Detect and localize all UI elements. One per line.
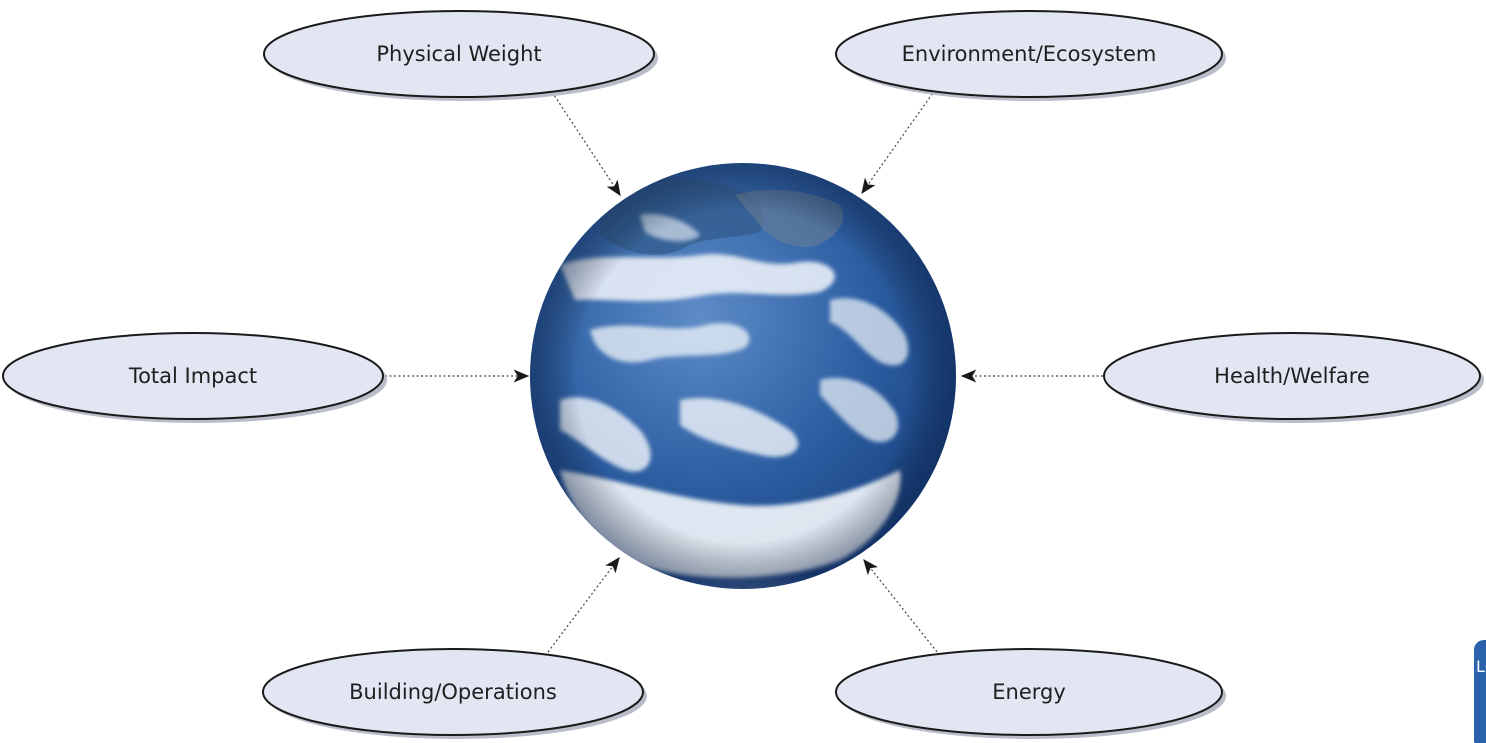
- node-label: Total Impact: [128, 364, 257, 388]
- node-health-welfare: Health/Welfare: [1103, 332, 1484, 423]
- node-label: Environment/Ecosystem: [902, 42, 1157, 66]
- connectors: [385, 89, 1103, 653]
- connector-building-operations: [547, 556, 620, 653]
- node-energy: Energy: [835, 648, 1226, 739]
- connector-energy: [863, 558, 938, 653]
- node-physical-weight: Physical Weight: [263, 10, 658, 101]
- earth-globe: [530, 163, 956, 589]
- node-building-operations: Building/Operations: [262, 648, 647, 739]
- node-label: Building/Operations: [349, 680, 557, 704]
- node-label: Health/Welfare: [1214, 364, 1370, 388]
- connector-physical-weight: [551, 91, 621, 197]
- node-total-impact: Total Impact: [2, 332, 387, 423]
- side-tab-text: LC: [1476, 657, 1486, 676]
- node-label: Energy: [992, 680, 1066, 704]
- node-label: Physical Weight: [376, 42, 541, 66]
- node-environment-ecosystem: Environment/Ecosystem: [835, 10, 1226, 101]
- side-tab: LC: [1474, 640, 1486, 743]
- connector-environment-ecosystem: [861, 89, 936, 195]
